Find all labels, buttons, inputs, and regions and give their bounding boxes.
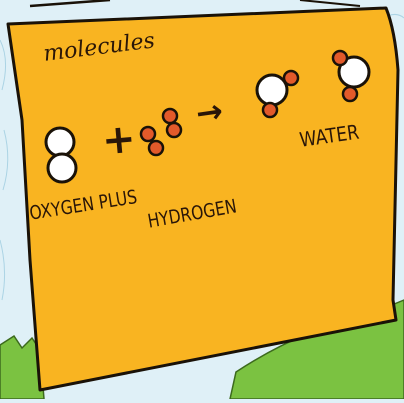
hydrogen-atom-icon — [139, 125, 157, 143]
sign-top-edge-right — [299, 0, 361, 7]
hydrogen-atom-icon — [331, 49, 349, 67]
oxygen-atom-icon — [44, 126, 76, 158]
hydrogen-atom-icon — [261, 101, 279, 119]
reaction-arrow-icon: → — [193, 91, 226, 133]
oxygen-atom-icon — [46, 152, 78, 184]
plus-operator: + — [100, 115, 138, 165]
hydrogen-atom-icon — [161, 107, 179, 125]
hydrogen-atom-icon — [147, 139, 165, 157]
oxygen-molecule — [44, 126, 78, 184]
oxygen-atom-icon — [255, 73, 289, 107]
water-molecule-2 — [331, 49, 371, 103]
water-molecule-1 — [255, 69, 300, 119]
hydrogen-molecules — [139, 107, 183, 157]
sign-board — [6, 6, 400, 392]
hydrogen-atom-icon — [282, 69, 300, 87]
hydrogen-atom-icon — [165, 121, 183, 139]
sign-top-edge — [29, 0, 111, 8]
hydrogen-atom-icon — [341, 85, 359, 103]
